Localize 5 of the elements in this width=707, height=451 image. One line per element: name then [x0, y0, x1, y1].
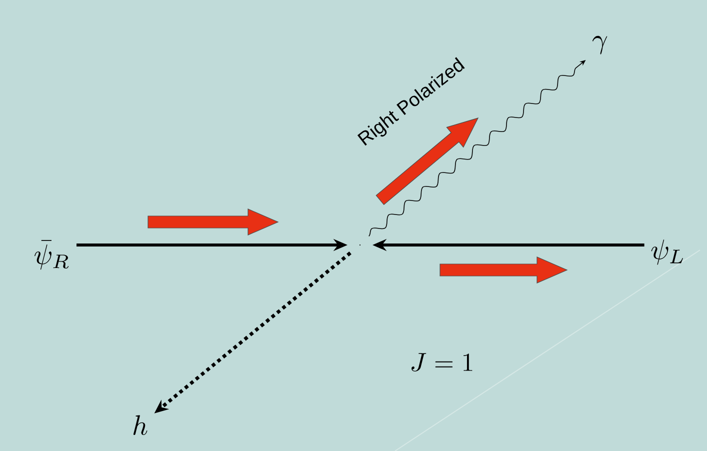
particle-label: $\psi_L$ — [651, 240, 683, 265]
particle-label: $h$ — [133, 415, 148, 436]
particle-label: $\bar{\psi}_R$ — [34, 240, 69, 270]
particle-label: $\gamma$ — [592, 36, 608, 54]
spin-label: $J = 1$ — [412, 353, 472, 372]
